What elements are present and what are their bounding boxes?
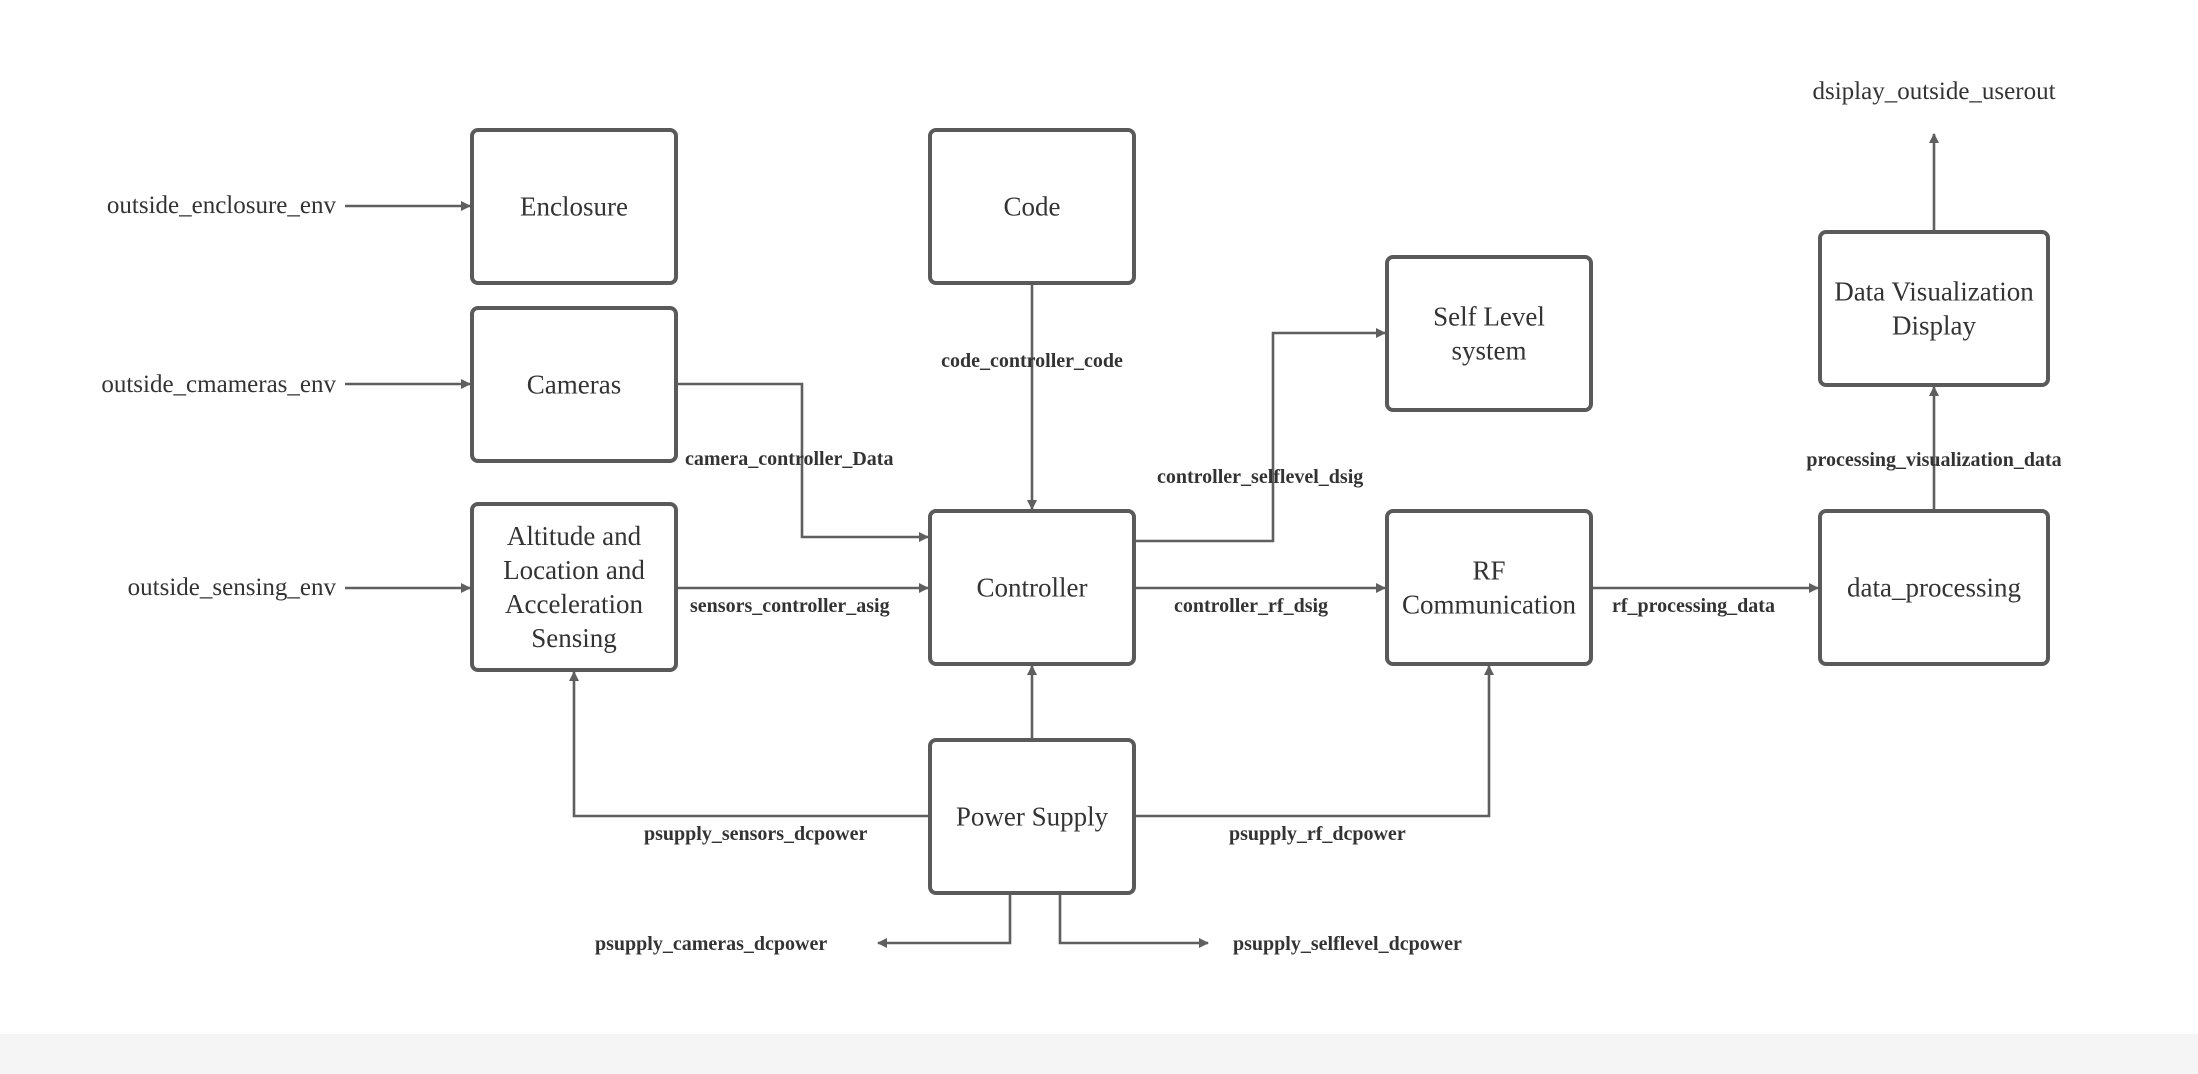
data-processing-rect	[1818, 509, 2050, 666]
self-level-label: Self Level	[1433, 302, 1545, 332]
sensing-label: Altitude and	[507, 521, 642, 551]
outside-cameras-label: outside_cmameras_env	[101, 371, 336, 398]
controller-selflevel-label: controller_selflevel_dsig	[1157, 466, 1363, 488]
controller-block: Controller	[928, 509, 1136, 666]
rf-communication-rect	[1385, 509, 1593, 666]
power-supply-block: Power Supply	[928, 738, 1136, 895]
sensing-label: Acceleration	[505, 589, 643, 619]
sensing-rect	[470, 502, 678, 672]
rf-processing-label: rf_processing_data	[1612, 595, 1775, 617]
cameras-label: Cameras	[527, 370, 621, 400]
camera-controller-arrow	[678, 382, 929, 542]
psupply-sensors-label: psupply_sensors_dcpower	[644, 823, 868, 845]
self-level-label: system	[1451, 336, 1526, 366]
code-label: Code	[1004, 192, 1061, 222]
bottom-band	[0, 1034, 2198, 1074]
enclosure-rect	[470, 128, 678, 285]
enclosure-label: Enclosure	[520, 192, 628, 222]
controller-selflevel-arrow	[1136, 328, 1386, 543]
self-level-rect	[1385, 255, 1593, 412]
sensing-label: Sensing	[531, 623, 617, 653]
psupply-cameras-label: psupply_cameras_dcpower	[595, 933, 827, 955]
data-visualization-label: Data Visualization	[1834, 277, 2034, 307]
outside-sensing-label: outside_sensing_env	[128, 574, 337, 601]
controller-rf-label: controller_rf_dsig	[1174, 595, 1328, 617]
power-supply-label: Power Supply	[956, 802, 1109, 832]
psupply-rf-arrow	[1136, 665, 1494, 818]
camera-controller-label: camera_controller_Data	[685, 448, 893, 470]
rf-communication-label: Communication	[1402, 590, 1576, 620]
outside-enclosure-label: outside_enclosure_env	[107, 192, 337, 219]
sensing-label: Location and	[503, 555, 645, 585]
controller-rect	[928, 509, 1136, 666]
psupply-sensors-arrow	[569, 671, 928, 818]
enclosure-block: Enclosure	[470, 128, 678, 285]
data-processing-label: data_processing	[1847, 573, 2021, 603]
psupply-selflevel-label: psupply_selflevel_dcpower	[1233, 933, 1462, 955]
data-processing-block: data_processing	[1818, 509, 2050, 666]
data-visualization-rect	[1818, 230, 2050, 387]
psupply-rf-label: psupply_rf_dcpower	[1229, 823, 1406, 845]
data-visualization-label: Display	[1892, 311, 1976, 341]
processing-visualization-label: processing_visualization_data	[1806, 449, 2061, 471]
sensors-controller-label: sensors_controller_asig	[690, 595, 890, 617]
controller-label: Controller	[977, 573, 1088, 603]
power-supply-rect	[928, 738, 1136, 895]
cameras-rect	[470, 306, 678, 463]
code-block: Code	[928, 128, 1136, 285]
rf-communication-block: RF Communication	[1385, 509, 1593, 666]
code-rect	[928, 128, 1136, 285]
cameras-block: Cameras	[470, 306, 678, 463]
psupply-selflevel-arrow	[1058, 895, 1209, 948]
rf-communication-label: RF	[1472, 556, 1505, 586]
self-level-block: Self Level system	[1385, 255, 1593, 412]
psupply-cameras-arrow	[877, 895, 1012, 948]
display-out-label: dsiplay_outside_userout	[1812, 78, 2055, 105]
code-controller-label: code_controller_code	[941, 350, 1123, 372]
